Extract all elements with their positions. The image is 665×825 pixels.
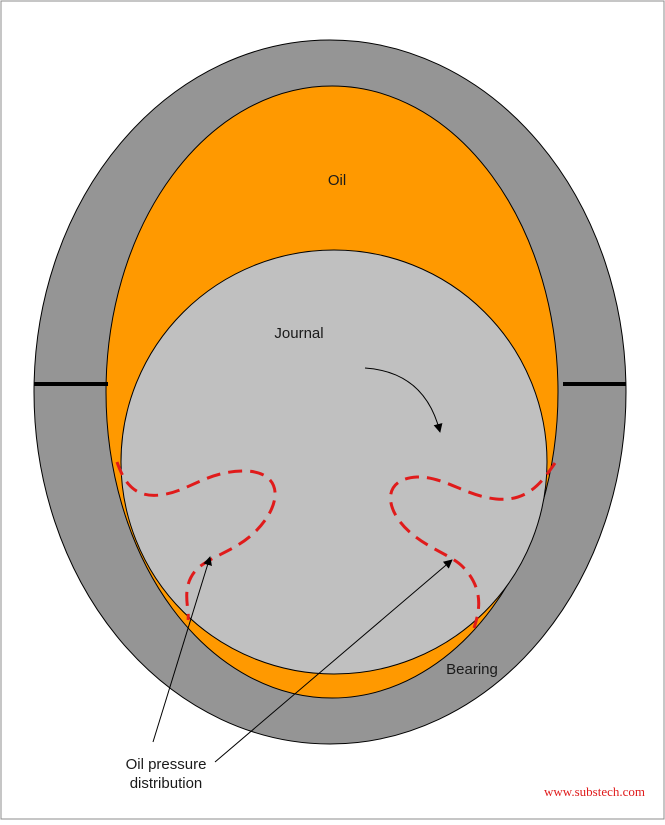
rotation-arrow bbox=[364, 367, 443, 433]
pressure-label-line2: distribution bbox=[130, 775, 203, 792]
source-credit: www.substech.com bbox=[544, 784, 645, 799]
journal bbox=[120, 249, 548, 675]
pressure-curve-right bbox=[389, 462, 557, 629]
pressure-curve-left bbox=[115, 461, 277, 621]
pointer-line-right bbox=[214, 559, 453, 763]
bearing-label: Bearing bbox=[446, 661, 498, 678]
oil-label: Oil bbox=[328, 172, 346, 189]
pressure-label-line1: Oil pressure bbox=[126, 756, 207, 773]
journal-label: Journal bbox=[274, 325, 323, 342]
pointer-line-left bbox=[152, 556, 212, 743]
